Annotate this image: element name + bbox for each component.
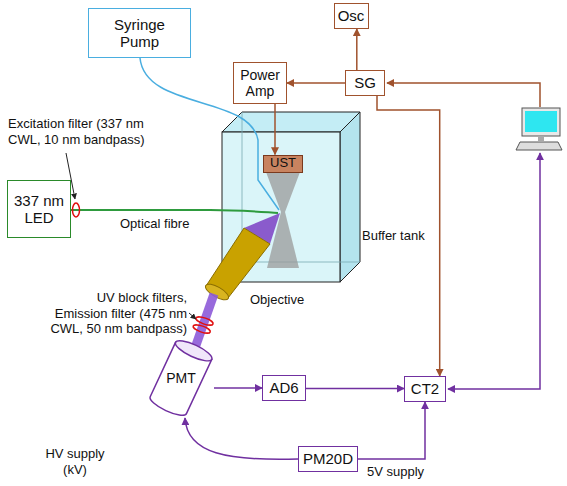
discriminator-box: AD6 [262, 375, 306, 401]
part-name: Objective [250, 292, 304, 308]
signal-connector [306, 388, 404, 390]
excitation-filter [73, 203, 80, 217]
counter-box: CT2 [404, 376, 446, 402]
optical-fibre [70, 210, 278, 213]
signal-connector [358, 402, 425, 459]
computer-monitor [522, 108, 560, 136]
amplifier-box: Power Amp [233, 62, 287, 104]
part-name: Buffer tank [362, 228, 425, 244]
pmt-node: PMT [148, 338, 214, 418]
tank-top-face [222, 112, 360, 132]
signal-connector [214, 387, 262, 389]
computer-keyboard [516, 142, 562, 150]
transducer-box: UST [263, 155, 303, 173]
fibre-annotation: Optical fibre [120, 216, 189, 232]
signal-connector [274, 104, 276, 155]
signal-connector [287, 82, 345, 84]
control-wire [387, 83, 540, 107]
computer-screen [525, 111, 557, 132]
emission-beam [195, 294, 214, 348]
emission-filter [192, 323, 211, 335]
pump-box: Syringe Pump [88, 8, 191, 58]
node-text: UST [270, 156, 296, 171]
node-text: AD6 [269, 379, 298, 396]
tank-side-face [340, 112, 360, 282]
node-text: CT2 [411, 380, 439, 397]
node-text: Osc [338, 7, 365, 24]
edge-label: 5V supply [366, 464, 425, 480]
signal-connector [356, 29, 358, 70]
signal-connector [185, 418, 298, 459]
computer-stand [538, 136, 544, 141]
node-text: SG [354, 74, 376, 91]
node-text: Power Amp [237, 67, 283, 99]
data-wire [448, 153, 540, 389]
pmt-window [173, 337, 214, 365]
filter-annotation: UV block filters, Emission filter (475 n… [45, 290, 187, 337]
node-text: PMT [166, 370, 196, 386]
node-text: 337 nm LED [11, 192, 67, 227]
signal-generator-box: SG [345, 70, 385, 96]
edge-label: HV supply (kV) [38, 446, 112, 477]
power-module-box: PM20D [298, 446, 358, 472]
leader-line [189, 313, 196, 319]
node-text: Syringe Pump [105, 16, 175, 51]
oscilloscope-box: Osc [334, 3, 369, 29]
led-box: 337 nm LED [7, 180, 71, 238]
node-text: PM20D [303, 450, 353, 467]
filter-annotation: Excitation filter (337 nm CWL, 10 nm ban… [8, 116, 150, 147]
